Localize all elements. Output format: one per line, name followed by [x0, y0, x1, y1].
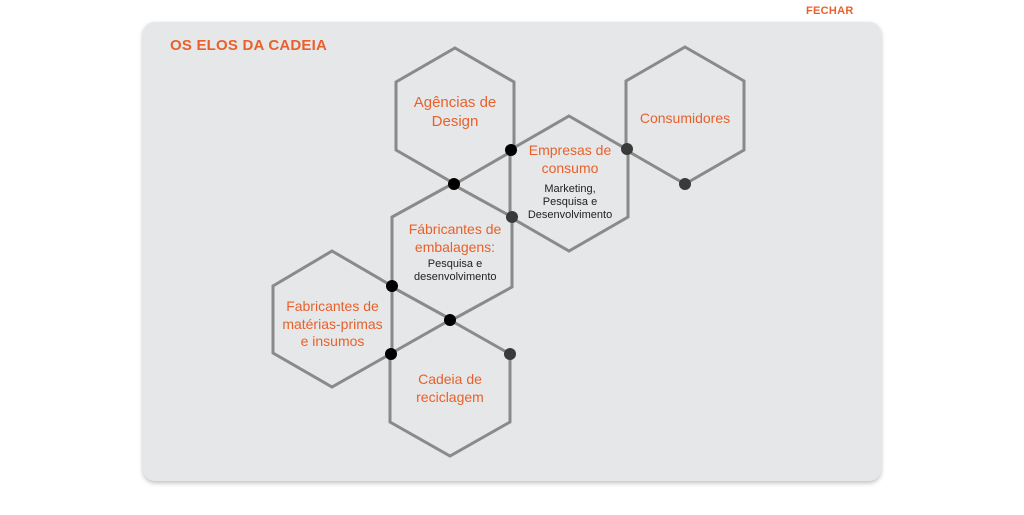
connector-node — [386, 280, 398, 292]
label-embalagens: Fábricantes de embalagens: Pesquisa e de… — [400, 221, 510, 284]
panel-title: OS ELOS DA CADEIA — [170, 37, 328, 54]
connector-node — [506, 211, 518, 223]
label-reciclagem: Cadeia de reciclagem — [405, 371, 495, 406]
label-design: Agências de Design — [405, 94, 505, 132]
hex-reciclagem-title: Cadeia de reciclagem — [416, 371, 484, 405]
close-button[interactable]: FECHAR — [806, 5, 854, 17]
hex-embalagens-title: Fábricantes de embalagens: — [408, 221, 502, 255]
label-consumo: Empresas de consumo Marketing, Pesquisa … — [515, 142, 625, 223]
connector-node — [621, 143, 633, 155]
connector-node — [505, 144, 517, 156]
hex-design-title: Agências de Design — [413, 94, 497, 130]
connector-node — [679, 178, 691, 190]
connector-node — [385, 348, 397, 360]
connector-node — [448, 178, 460, 190]
hex-consumo-title: Empresas de consumo — [528, 142, 612, 176]
connector-node — [444, 314, 456, 326]
hex-materias-title: Fabricantes de matérias-primas e insumos — [282, 298, 383, 349]
connector-node — [504, 348, 516, 360]
hex-embalagens-subtitle: Pesquisa e desenvolvimento — [414, 258, 497, 284]
label-materias: Fabricantes de matérias-primas e insumos — [280, 298, 385, 351]
hex-consumidores-title: Consumidores — [639, 110, 731, 126]
label-consumidores: Consumidores — [630, 110, 740, 128]
hex-consumo-subtitle: Marketing, Pesquisa e Desenvolvimento — [527, 183, 613, 222]
